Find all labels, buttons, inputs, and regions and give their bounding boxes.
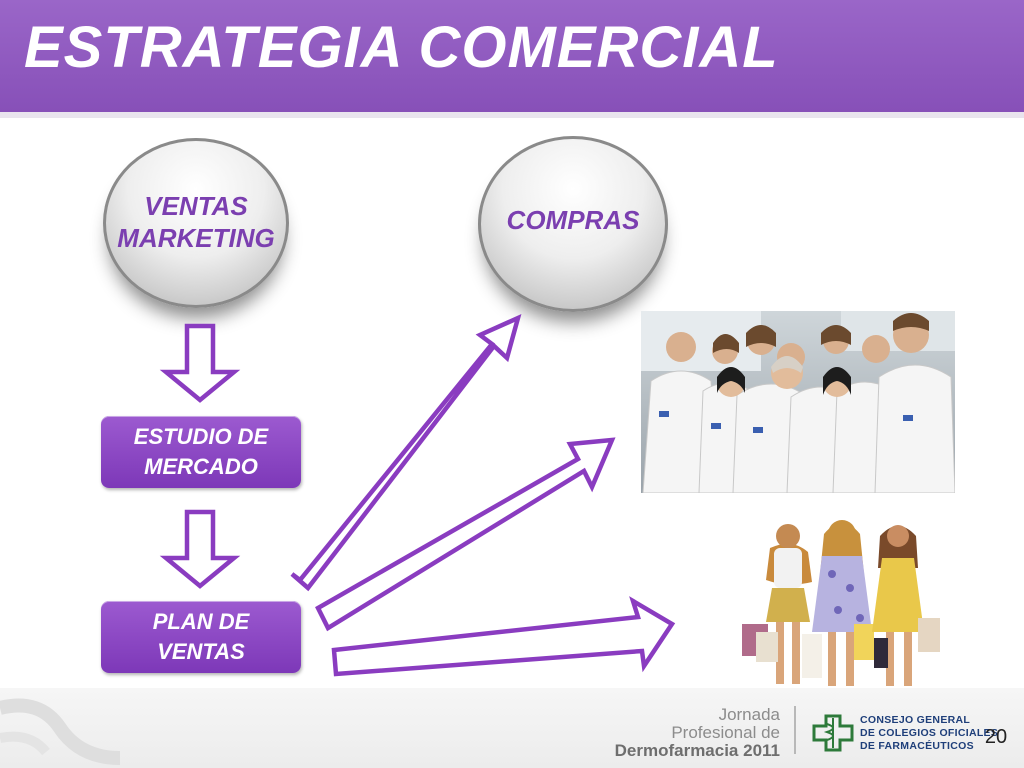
box-estudio-de-mercado: ESTUDIO DE MERCADO [101,416,301,488]
jornada-line-1: Jornada [718,705,780,724]
arrow-to-pharmacy-staff [315,437,616,632]
box-plan-de-ventas: PLAN DE VENTAS [101,601,301,673]
header-divider [0,112,1024,118]
pharmacy-council-name: CONSEJO GENERAL DE COLEGIOS OFICIALES DE… [860,714,998,753]
arrow-to-compras [290,313,522,592]
ventas-label: VENTAS [144,191,248,221]
footer-swirl-decoration [0,698,121,765]
jornada-footer-text: Jornada Profesional de Dermofarmacia 201… [600,706,780,760]
estudio-de-mercado-label: ESTUDIO DE MERCADO [133,424,269,479]
marketing-label: MARKETING [117,223,275,253]
footer-divider [794,706,796,754]
shopper-3 [872,525,940,686]
jornada-line-2: Profesional de [671,723,780,742]
arrow-to-shoppers [331,596,676,677]
sphere-ventas-marketing: VENTAS MARKETING [103,138,289,308]
compras-label: COMPRAS [506,205,640,235]
slide-title: ESTRATEGIA COMERCIAL [24,15,779,80]
sphere-compras: COMPRAS [478,136,668,312]
council-line-3: DE FARMACÉUTICOS [860,740,974,752]
page-number: 20 [984,726,1008,748]
down-arrow-2 [159,509,241,589]
shopper-2 [802,520,874,686]
photo-shoppers [720,514,960,690]
sphere-ventas-marketing-label: VENTAS MARKETING [103,190,289,254]
down-arrow-1 [159,323,241,403]
pharmacy-council-logo-icon [812,714,854,752]
photo-pharmacy-staff [641,311,955,493]
jornada-line-3: Dermofarmacia 2011 [614,741,780,760]
council-line-1: CONSEJO GENERAL [860,714,971,726]
council-line-2: DE COLEGIOS OFICIALES [860,727,999,739]
shopper-1 [742,524,812,684]
header-bar [0,0,1024,112]
plan-de-ventas-label: PLAN DE VENTAS [152,609,250,664]
